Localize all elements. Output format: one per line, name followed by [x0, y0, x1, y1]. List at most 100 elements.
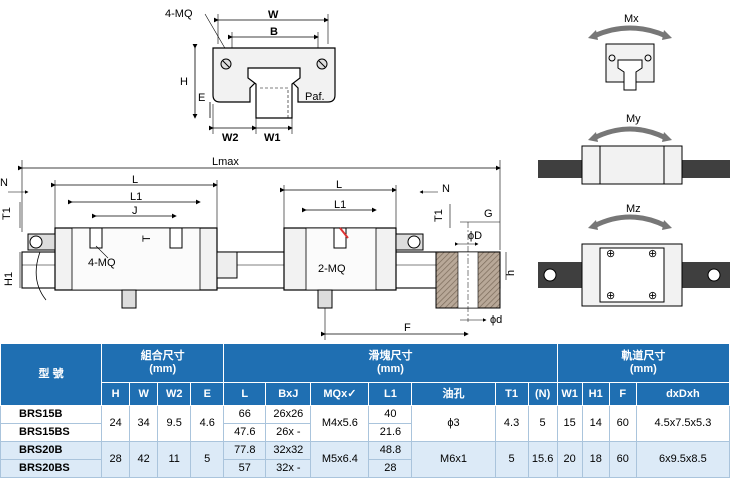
cell-f: 60: [608, 405, 637, 442]
label-t1-right: T1: [433, 209, 445, 222]
label-l-left: L: [132, 174, 138, 186]
label-h1-left: H1: [3, 272, 15, 286]
label-mz: Mz: [626, 203, 641, 215]
col-f: F: [608, 382, 637, 406]
label-4mq-left: 4-MQ: [88, 257, 116, 269]
cell-l1: 48.8: [368, 441, 413, 460]
moment-mz-view: Mz ⊕ ⊕ ⊕ ⊕: [538, 203, 730, 307]
label-l1-right: L1: [334, 199, 346, 211]
cell-e: 4.6: [190, 405, 225, 442]
table-row: BRS20B 28 42 11 5 77.8 32x32 M5x6.4 48.8…: [0, 441, 730, 478]
label-w: W: [268, 9, 279, 21]
cell-t1: 5: [494, 441, 529, 478]
table-row: BRS15B 24 34 9.5 4.6 66 26x26 M4x5.6 40 …: [0, 405, 730, 442]
label-my: My: [626, 113, 641, 125]
moment-my-view: My: [538, 113, 730, 185]
cell-l: 66: [223, 405, 267, 424]
svg-text:⊕: ⊕: [648, 290, 657, 302]
label-mx: Mx: [624, 13, 639, 25]
col-l: L: [223, 382, 267, 406]
cell-e: 5: [190, 441, 225, 478]
col-w2: W2: [157, 382, 192, 406]
cell-w2: 9.5: [157, 405, 192, 442]
svg-text:⊕: ⊕: [648, 248, 657, 260]
label-l-right: L: [336, 179, 342, 191]
col-h1: H1: [581, 382, 610, 406]
header-group-block: 滑塊尺寸(mm): [223, 343, 558, 383]
col-w1: W1: [556, 382, 583, 406]
cell-w: 42: [129, 441, 159, 478]
cell-l: 77.8: [223, 441, 267, 460]
spec-table: 型 號 組合尺寸(mm) 滑塊尺寸(mm) 軌道尺寸(mm) H W W2 E …: [0, 343, 730, 478]
side-view: Lmax L L1 J N T1 T H1 4-MQ: [0, 156, 517, 340]
cell-h: 28: [101, 441, 131, 478]
cell-l: 47.6: [223, 423, 267, 442]
check-icon: ✓: [347, 387, 357, 400]
label-lmax: Lmax: [212, 156, 239, 168]
col-mq: MQx✓: [310, 382, 370, 406]
cell-model: BRS15B: [0, 405, 103, 424]
label-l1-left: L1: [130, 191, 142, 203]
cell-l1: 40: [368, 405, 413, 424]
cell-bxj: 26x26: [265, 405, 312, 424]
cell-oil: M6x1: [411, 441, 496, 478]
label-paf: Paf.: [305, 91, 325, 103]
cell-n: 15.6: [527, 441, 558, 478]
label-t: T: [141, 235, 153, 242]
col-w: W: [129, 382, 159, 406]
table-row: BRS15BS 47.6 26x - 21.6: [0, 423, 730, 442]
col-bxj: BxJ: [265, 382, 312, 406]
table-row: BRS20BS 57 32x - 28: [0, 459, 730, 478]
cell-bxj: 32x -: [265, 459, 312, 478]
label-w1: W1: [264, 132, 281, 144]
header-group-rail: 軌道尺寸(mm): [556, 343, 730, 383]
col-dxdxh: dxDxh: [635, 382, 730, 406]
cell-f: 60: [608, 441, 637, 478]
col-t1: T1: [494, 382, 529, 406]
label-h-small: h: [505, 270, 517, 276]
label-n-left: N: [0, 177, 8, 189]
col-oil-hole: 油孔: [411, 382, 496, 406]
col-n: (N): [527, 382, 558, 406]
cell-bxj: 32x32: [265, 441, 312, 460]
col-l1: L1: [368, 382, 413, 406]
cell-model: BRS20BS: [0, 459, 103, 478]
moment-mx-view: Mx: [588, 13, 672, 91]
cell-w1: 20: [556, 441, 583, 478]
header-group-assembly: 組合尺寸(mm): [101, 343, 225, 383]
label-w2: W2: [222, 132, 239, 144]
label-f: F: [404, 322, 411, 334]
cell-l1: 21.6: [368, 423, 413, 442]
cell-t1: 4.3: [494, 405, 529, 442]
label-phi-d-small: ϕd: [490, 314, 502, 326]
cell-w: 34: [129, 405, 159, 442]
cell-oil: ϕ3: [411, 405, 496, 442]
svg-text:⊕: ⊕: [606, 290, 615, 302]
cell-mq: M5x6.4: [310, 441, 370, 478]
label-phi-d-big: ϕD: [468, 230, 482, 242]
cell-model: BRS15BS: [0, 423, 103, 442]
technical-drawing: W B 4-MQ Paf. H E W2 W1: [0, 8, 730, 340]
header-model: 型 號: [0, 343, 103, 406]
col-h: H: [101, 382, 131, 406]
cell-dxdxh: 4.5x7.5x5.3: [635, 405, 730, 442]
label-t1-left: T1: [1, 207, 13, 220]
cell-model: BRS20B: [0, 441, 103, 460]
label-j: J: [132, 205, 138, 217]
cell-l: 57: [223, 459, 267, 478]
cell-bxj: 26x -: [265, 423, 312, 442]
label-4mq-top: 4-MQ: [165, 8, 193, 20]
label-2mq: 2-MQ: [318, 263, 346, 275]
label-b: B: [270, 26, 278, 38]
cell-n: 5: [527, 405, 558, 442]
cell-h1: 18: [581, 441, 610, 478]
label-n-right: N: [442, 183, 450, 195]
cell-l1: 28: [368, 459, 413, 478]
col-e: E: [190, 382, 225, 406]
label-g: G: [484, 208, 493, 220]
cell-h1: 14: [581, 405, 610, 442]
cell-dxdxh: 6x9.5x8.5: [635, 441, 730, 478]
cell-w2: 11: [157, 441, 192, 478]
label-h: H: [180, 76, 188, 88]
cell-mq: M4x5.6: [310, 405, 370, 442]
